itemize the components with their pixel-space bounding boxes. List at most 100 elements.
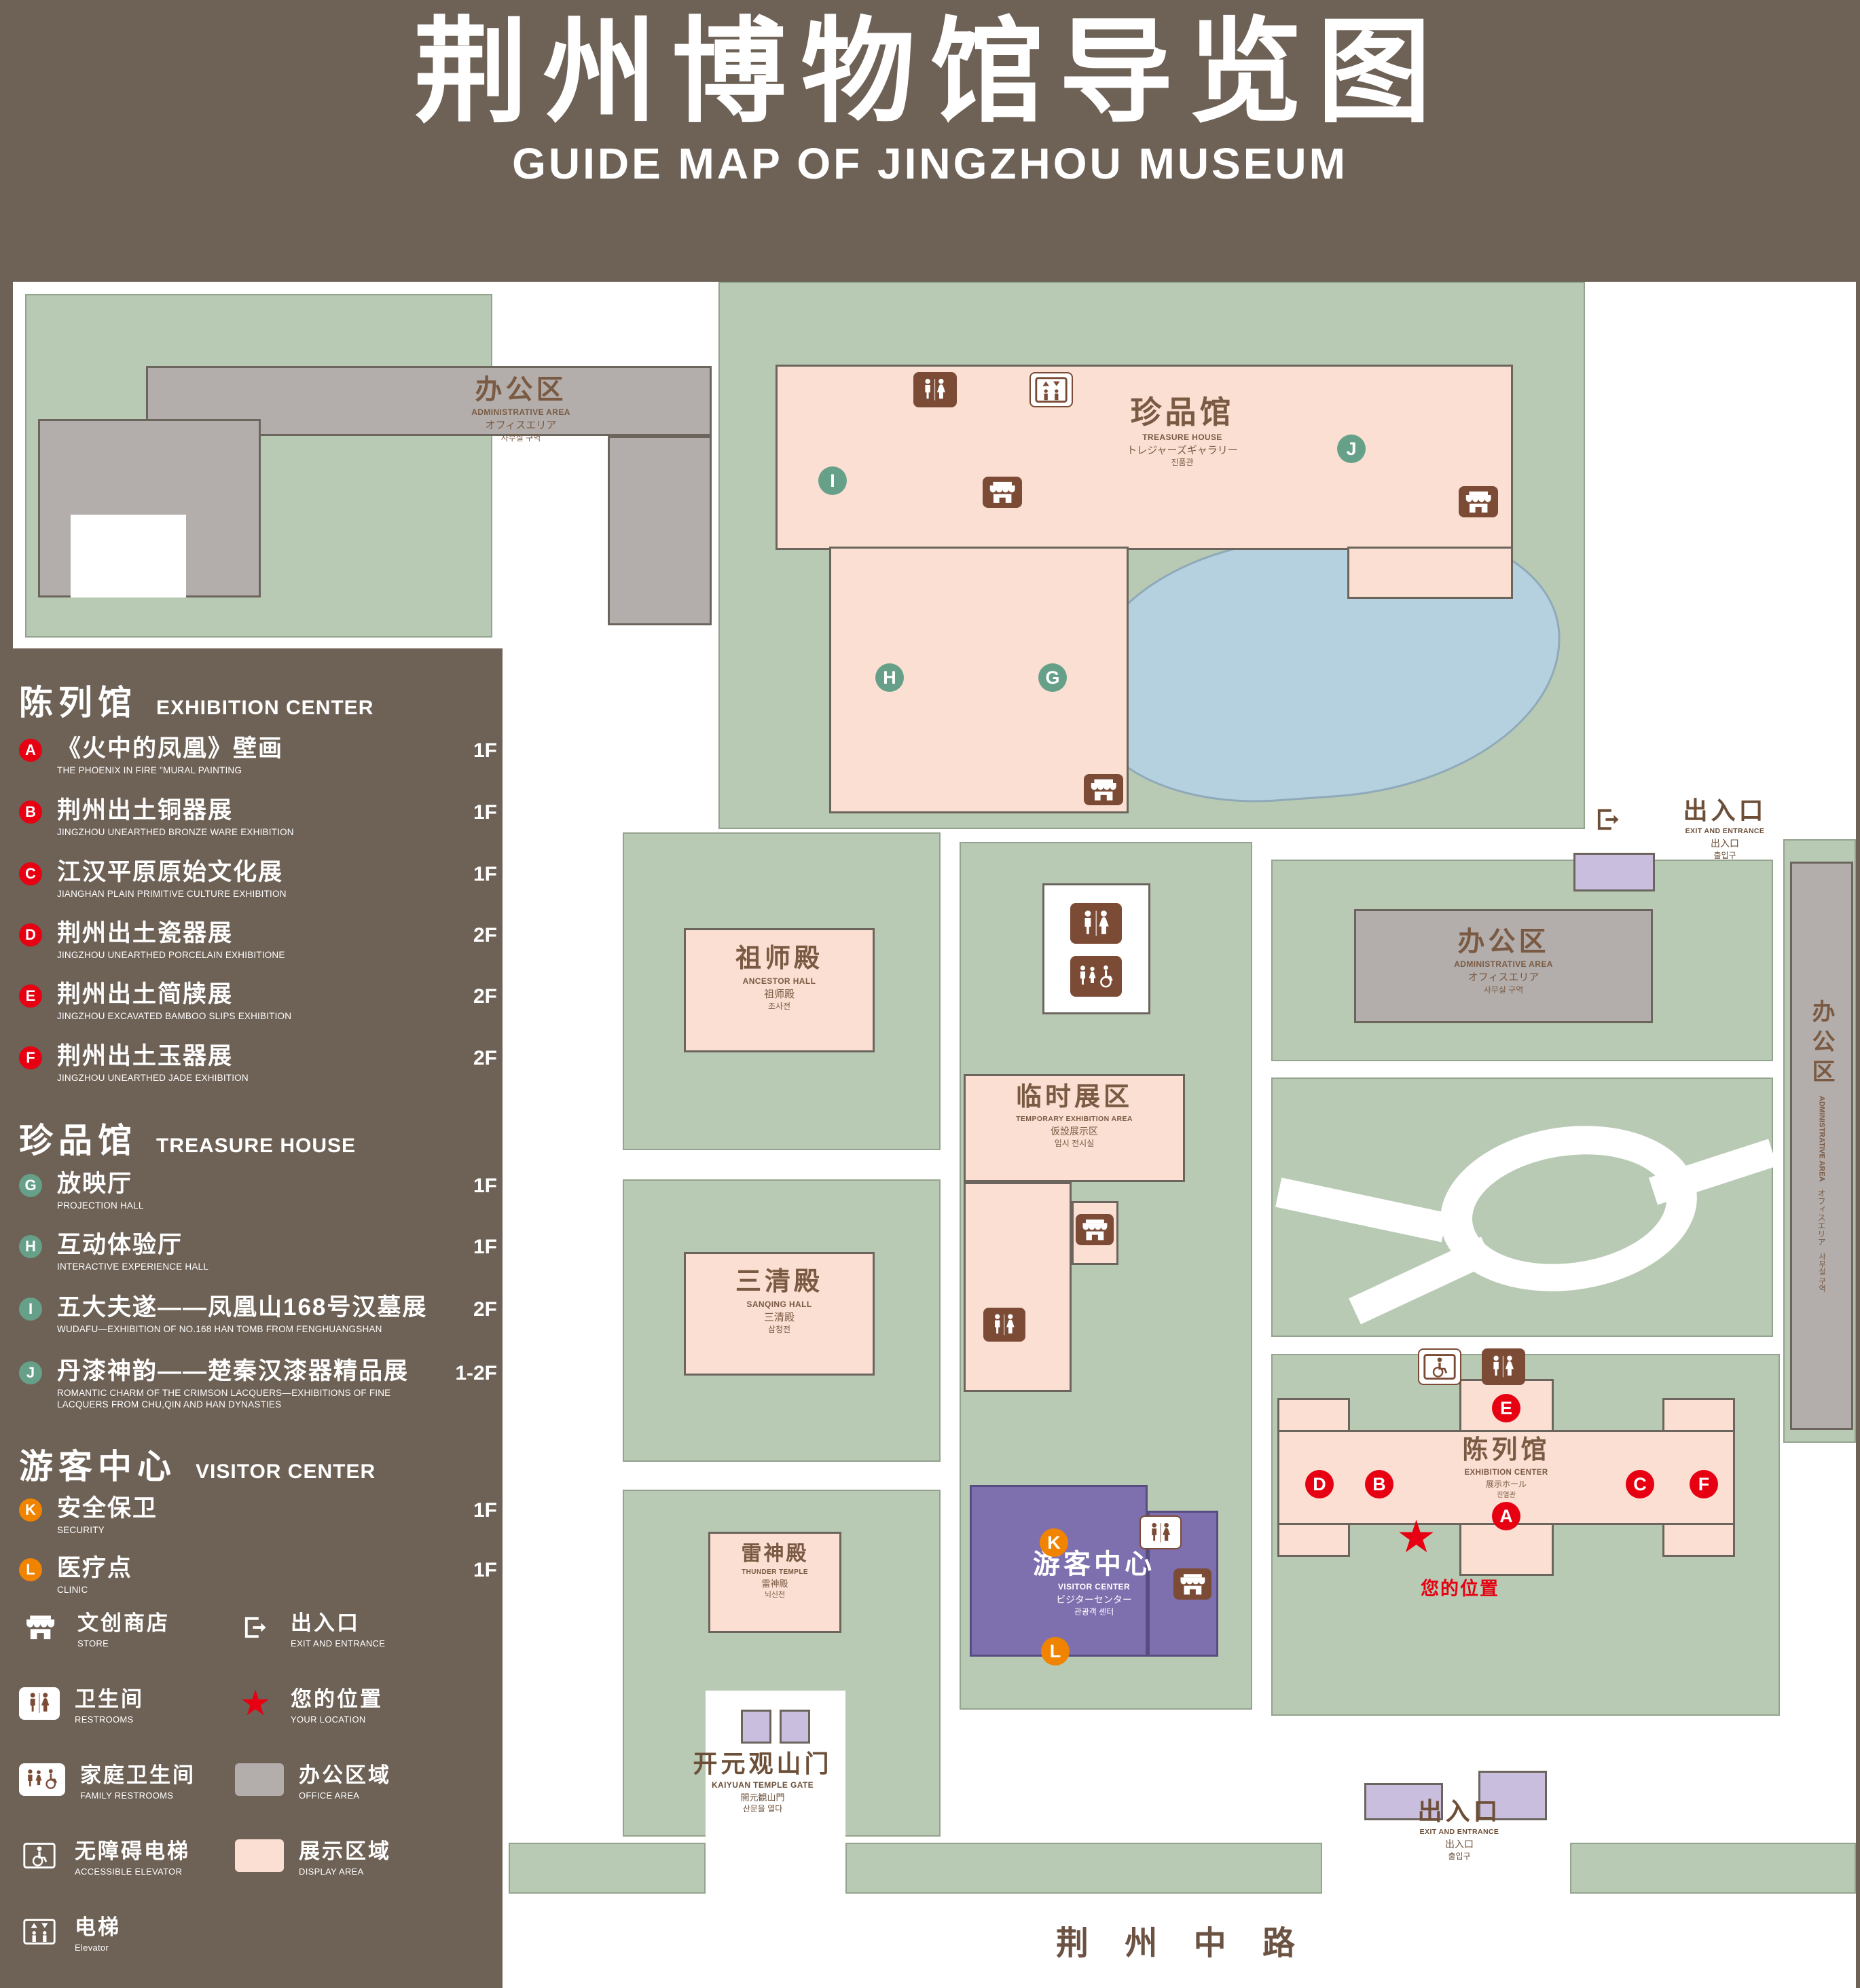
- label-ja: オフィスエリア: [1467, 972, 1539, 984]
- label-ja: オフィスエリア: [485, 420, 557, 432]
- building-temporary-exhibition-wing: [964, 1182, 1072, 1392]
- legend-symbol-elevator: 电梯 Elevator: [19, 1910, 121, 1953]
- accessible-elevator-icon: [19, 1839, 60, 1873]
- legend-item-en: PROJECTION HALL: [57, 1200, 144, 1211]
- building-east-entrance: [1573, 853, 1655, 891]
- label-ko: 관광객 센터: [1074, 1606, 1114, 1617]
- legend-section-en: EXHIBITION CENTER: [156, 697, 374, 719]
- label-ko: 진열관: [1497, 1491, 1516, 1499]
- symbol-en: OFFICE AREA: [299, 1790, 360, 1801]
- label-en: EXHIBITION CENTER: [1464, 1468, 1548, 1477]
- marker-letter: I: [830, 470, 835, 491]
- marker-letter: J: [1346, 438, 1357, 459]
- display-area-swatch: [235, 1839, 284, 1872]
- label-ja: 仮設展示区: [1051, 1126, 1098, 1137]
- label-ja: オフィスエリア: [1817, 1188, 1826, 1246]
- label-zh: 雷神殿: [741, 1543, 809, 1565]
- legend-badge-f: F: [19, 1046, 42, 1069]
- accessible-elevator-icon: [1418, 1348, 1461, 1385]
- building-ancestor-hall: [684, 928, 875, 1052]
- label-ja: 開元観山門: [740, 1792, 785, 1803]
- building-label-visitor-center: 游客中心 VISITOR CENTER ビジターセンター 관광객 센터: [970, 1549, 1218, 1617]
- legend-item-en: WUDAFU—EXHIBITION OF NO.168 HAN TOMB FRO…: [57, 1323, 382, 1334]
- legend-item-floor: 2F: [473, 1298, 497, 1321]
- store-icon: [983, 477, 1022, 508]
- label-ja: トレジャーズギャラリー: [1127, 444, 1238, 456]
- label-ja: 出入口: [1711, 838, 1739, 849]
- building-admin-nw-east: [608, 436, 712, 625]
- symbol-zh: 电梯: [75, 1915, 121, 1939]
- legend-item-zh: 安全保卫: [57, 1495, 158, 1522]
- label-zh: 珍品馆: [1130, 394, 1235, 430]
- building-label-admin-nw: 办公区 ADMINISTRATIVE AREA オフィスエリア 사무실 구역: [419, 375, 623, 443]
- legend-item-en: JIANGHAN PLAIN PRIMITIVE CULTURE EXHIBIT…: [57, 888, 287, 899]
- building-gate-east: [780, 1710, 810, 1744]
- restrooms-icon: [1070, 903, 1122, 944]
- building-admin-right: [1790, 862, 1853, 1430]
- legend-badge-b: B: [19, 800, 42, 824]
- legend-section-en: VISITOR CENTER: [196, 1460, 376, 1483]
- symbol-en: ACCESSIBLE ELEVATOR: [75, 1866, 183, 1877]
- legend-item-zh: 五大夫遂——凤凰山168号汉墓展: [57, 1294, 428, 1321]
- legend-item-zh: 荆州出土瓷器展: [57, 920, 234, 946]
- building-exhibition-south-stub: [1459, 1523, 1554, 1576]
- building-gate-west: [741, 1710, 771, 1744]
- label-zh: 陈列馆: [1462, 1436, 1550, 1465]
- elevator-icon: [19, 1915, 60, 1949]
- symbol-en: DISPLAY AREA: [299, 1866, 364, 1877]
- legend-badge-a: A: [19, 739, 42, 762]
- label-ja: 祖师殿: [763, 988, 795, 1000]
- symbol-en: Elevator: [75, 1943, 109, 1953]
- lawn-band-1: [509, 1843, 706, 1894]
- marker-j: J: [1337, 435, 1366, 463]
- your-location-star-icon: ★: [239, 1683, 272, 1723]
- label-ko: 조사전: [767, 1001, 791, 1012]
- legend-section-zh: 游客中心: [19, 1448, 177, 1486]
- label-zh: 三清殿: [735, 1268, 823, 1296]
- symbol-zh: 文创商店: [77, 1611, 170, 1635]
- legend-item-zh: 荆州出土铜器展: [57, 797, 234, 824]
- legend-item-zh: 互动体验厅: [57, 1232, 183, 1258]
- label-en: THUNDER TEMPLE: [742, 1568, 808, 1576]
- label-ko: 삼청전: [767, 1325, 791, 1335]
- label-ja: ビジターセンター: [1056, 1594, 1132, 1606]
- marker-letter: C: [1633, 1473, 1647, 1494]
- marker-k: K: [1040, 1528, 1068, 1557]
- label-ko: 출입구: [1448, 1851, 1471, 1861]
- symbol-en: EXIT AND ENTRANCE: [291, 1638, 386, 1649]
- symbol-zh: 出入口: [291, 1611, 360, 1635]
- building-sanqing-hall: [684, 1252, 875, 1376]
- legend-section-treasure-house: 珍品馆 TREASURE HOUSE: [19, 1113, 356, 1162]
- symbol-zh: 家庭卫生间: [80, 1763, 196, 1787]
- legend-badge-d: D: [19, 923, 42, 946]
- legend-item-floor: 1F: [473, 1236, 497, 1258]
- south-exit-label: 出入口 EXIT AND ENTRANCE 出入口 출입구: [1385, 1798, 1534, 1861]
- restrooms-icon: [1482, 1348, 1525, 1385]
- legend-item-floor: 1F: [473, 1499, 497, 1522]
- legend-badge-l: L: [19, 1558, 42, 1581]
- legend-item-en: THE PHOENIX IN FIRE "MURAL PAINTING: [57, 765, 242, 775]
- legend-item-floor: 1F: [473, 801, 497, 824]
- symbol-en: STORE: [77, 1638, 109, 1649]
- building-label-ancestor-hall: 祖师殿 ANCESTOR HALL 祖师殿 조사전: [684, 944, 875, 1012]
- marker-a: A: [1492, 1502, 1520, 1530]
- legend-section-exhibition-center: 陈列馆 EXHIBITION CENTER: [19, 676, 373, 724]
- exit-entrance-icon: [235, 1610, 276, 1644]
- legend-item-floor: 1F: [473, 1559, 497, 1581]
- marker-f: F: [1690, 1470, 1718, 1498]
- legend-item-en: JINGZHOU UNEARTHED JADE EXHIBITION: [57, 1072, 249, 1083]
- symbol-en: RESTROOMS: [75, 1714, 134, 1725]
- legend-badge-k: K: [19, 1498, 42, 1522]
- family-restrooms-icon: [19, 1763, 65, 1796]
- label-zh: 办公区: [475, 375, 567, 405]
- legend-item-en: INTERACTIVE EXPERIENCE HALL: [57, 1261, 208, 1272]
- label-zh: 开元观山门: [693, 1750, 833, 1778]
- marker-letter: D: [1313, 1473, 1326, 1494]
- store-icon: [1084, 774, 1123, 805]
